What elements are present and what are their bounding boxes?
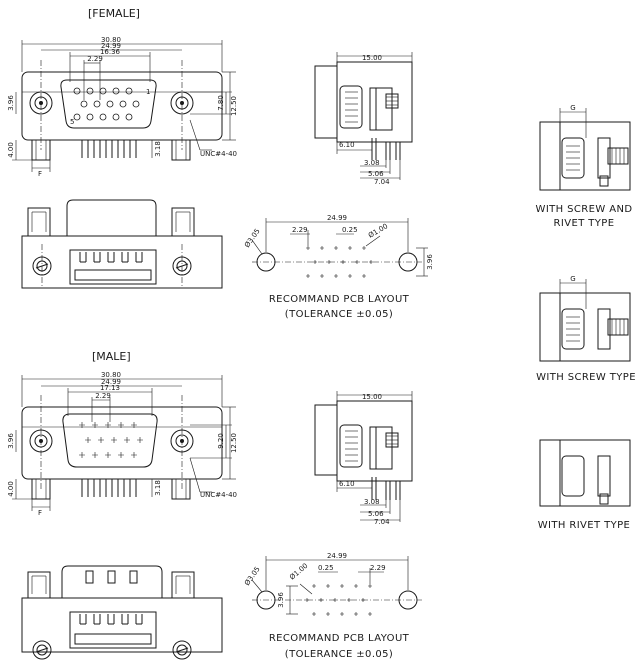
- female-pcb-d1: 24.99: [327, 214, 347, 222]
- variant-b-line1: WITH SCREW TYPE: [536, 372, 636, 383]
- variant-a-g: G: [570, 104, 575, 112]
- male-dim-right-b: 12.50: [230, 433, 238, 453]
- male-thread: UNC#4-40: [200, 491, 237, 499]
- female-dim-bottom-left: 4.00: [7, 142, 15, 158]
- male-f-label: F: [38, 509, 42, 517]
- female-pcb-hole-b: Ø3.05: [243, 227, 262, 249]
- female-dim-pitch: 24.99: [101, 42, 121, 50]
- female-dim-right-a: 7.80: [217, 95, 225, 111]
- variant-screw: G WITH SCREW TYPE: [536, 275, 636, 383]
- female-front-view: 30.80 24.99 16.36 2.29 3.96 7.80 12.50 4…: [7, 36, 238, 178]
- male-dim-bottom-right: 3.18: [154, 480, 162, 496]
- variant-screw-and-rivet: G WITH SCREW AND RIVET TYPE: [536, 104, 633, 229]
- female-pin5: 5: [70, 118, 74, 126]
- female-pcb-right: 3.96: [426, 254, 434, 270]
- female-dim-width: 30.80: [101, 36, 121, 44]
- male-pcb-hole-b: Ø3.05: [243, 565, 262, 587]
- variant-rivet: WITH RIVET TYPE: [538, 439, 631, 531]
- female-pcb-caption1: RECOMMAND PCB LAYOUT: [269, 294, 410, 305]
- male-pcb-d1: 24.99: [327, 552, 347, 560]
- male-bottom-view: [21, 565, 223, 660]
- male-title: [MALE]: [92, 350, 131, 363]
- male-pcb-caption2: (TOLERANCE ±0.05): [285, 649, 393, 660]
- female-pcb-layout: 24.99 2.29 0.25 Ø1.00 Ø3.05 3.96 RECOMMA…: [243, 214, 434, 320]
- male-pcb-hole-a: Ø1.00: [288, 562, 309, 582]
- female-dim-shell: 16.36: [100, 48, 121, 56]
- female-bottom-view: [21, 199, 223, 289]
- male-pcb-layout: 24.99 0.25 2.29 Ø1.00 Ø3.05 3.96 RECOMMA…: [243, 552, 422, 660]
- male-dim-pin-pitch: 2.29: [95, 392, 111, 400]
- male-pcb-left: 3.96: [277, 592, 285, 608]
- variant-b-g: G: [570, 275, 575, 283]
- male-dim-pitch: 24.99: [101, 378, 121, 386]
- female-dim-pin-pitch: 2.29: [87, 55, 103, 63]
- variant-a-line2: RIVET TYPE: [554, 218, 615, 229]
- female-dim-bottom-right: 3.18: [154, 141, 162, 157]
- male-pcb-caption1: RECOMMAND PCB LAYOUT: [269, 633, 410, 644]
- female-pcb-caption2: (TOLERANCE ±0.05): [285, 309, 393, 320]
- female-title: [FEMALE]: [88, 7, 140, 20]
- male-side-top: 15.00: [362, 393, 382, 401]
- male-dim-width: 30.80: [101, 371, 121, 379]
- male-pcb-d3: 2.29: [370, 564, 386, 572]
- female-pcb-d3: 0.25: [342, 226, 358, 234]
- male-front-view: 30.80 24.99 17.13 2.29 3.96 9.20 12.50 4…: [7, 371, 238, 517]
- female-side-left: 6.10: [339, 141, 355, 149]
- male-dim-right-a: 9.20: [217, 433, 225, 449]
- female-dim-left: 3.96: [7, 95, 15, 111]
- male-pcb-d2: 0.25: [318, 564, 334, 572]
- male-side-left: 6.10: [339, 480, 355, 488]
- female-side-top: 15.00: [362, 54, 382, 62]
- female-pin1: 1: [146, 88, 150, 96]
- male-side-d3: 7.04: [374, 518, 390, 526]
- male-dim-shell: 17.13: [100, 384, 120, 392]
- variant-c-line1: WITH RIVET TYPE: [538, 520, 631, 531]
- female-pcb-d2: 2.29: [292, 226, 308, 234]
- female-side-d3: 7.04: [374, 178, 390, 186]
- female-side-view: 15.00 6.10 3.08 5.06 7.04: [314, 52, 413, 186]
- female-side-d1: 3.08: [364, 159, 380, 167]
- male-dim-left: 3.96: [7, 433, 15, 449]
- female-side-d2: 5.06: [368, 170, 384, 178]
- female-f-label: F: [38, 170, 42, 178]
- male-side-d2: 5.06: [368, 510, 384, 518]
- female-thread: UNC#4-40: [200, 150, 237, 158]
- male-dim-bottom-left: 4.00: [7, 481, 15, 497]
- male-side-d1: 3.08: [364, 498, 380, 506]
- male-side-view: 15.00 6.10 3.08 5.06 7.04: [314, 391, 413, 526]
- female-dim-right-b: 12.50: [230, 96, 238, 116]
- variant-a-line1: WITH SCREW AND: [536, 204, 633, 215]
